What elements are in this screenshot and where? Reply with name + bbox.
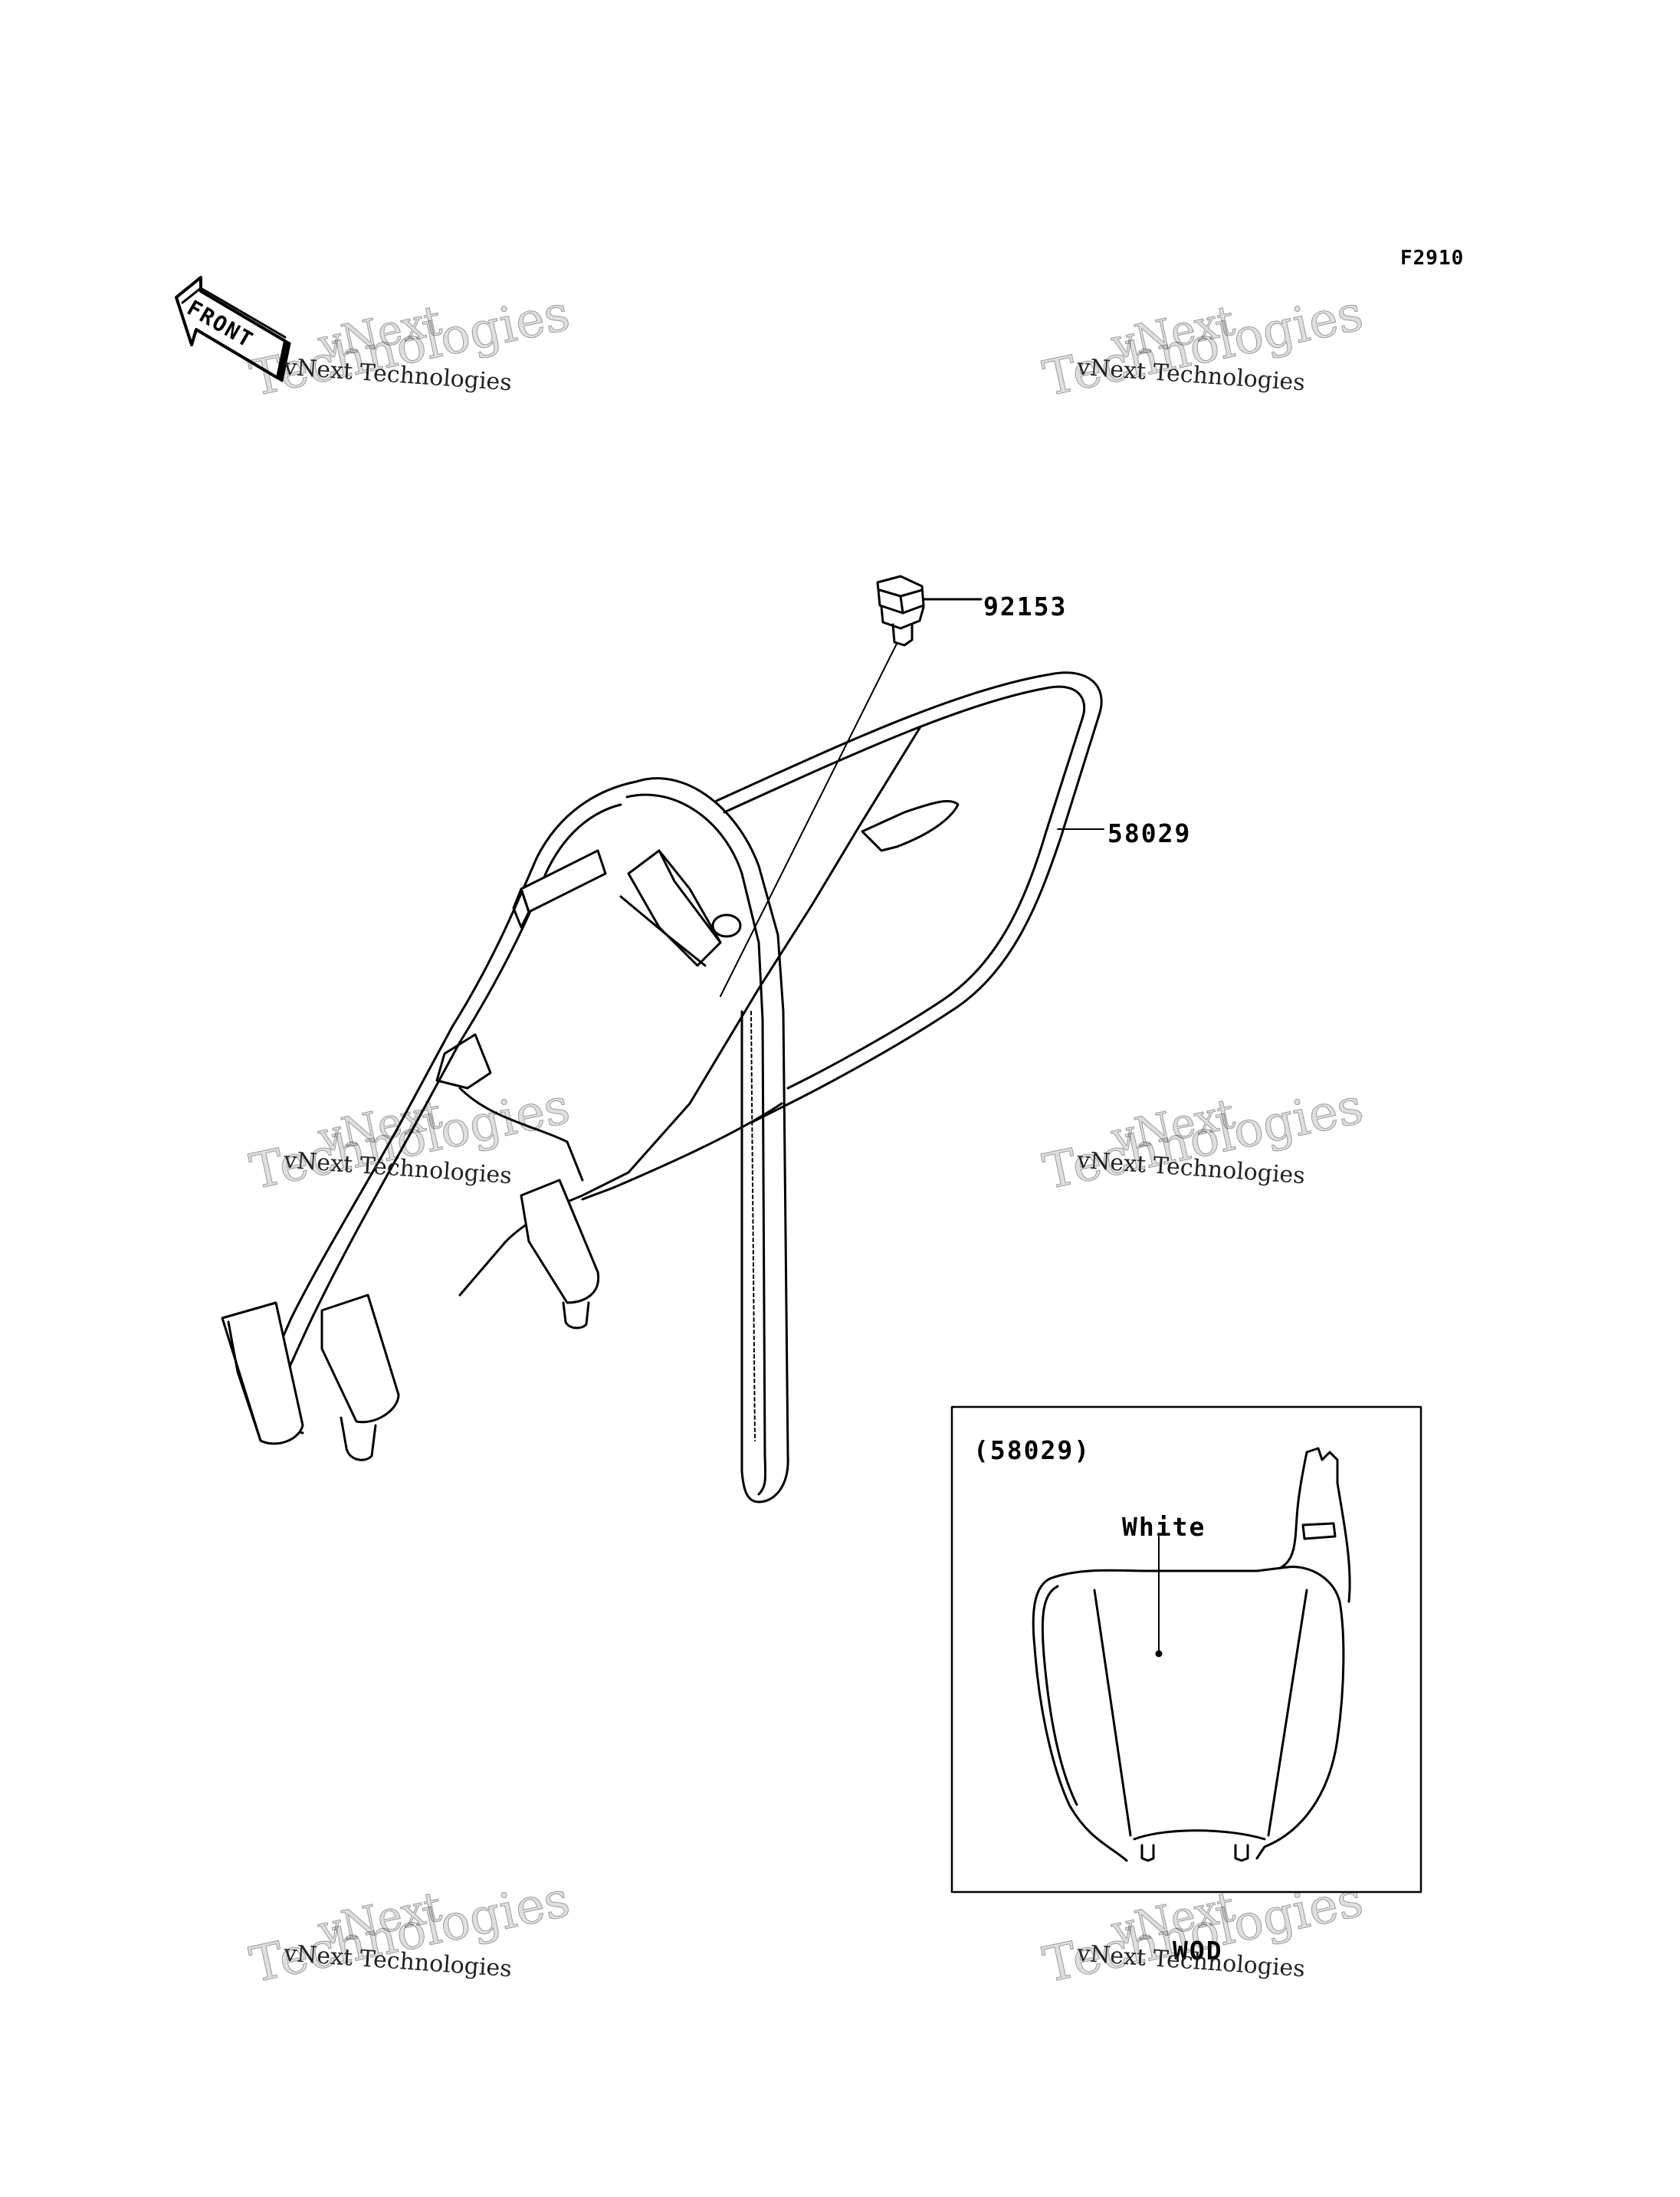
color-label: White	[1122, 1512, 1206, 1542]
diagram-code: F2910	[1400, 247, 1465, 270]
front-arrow-icon	[175, 276, 291, 382]
part-number-58029[interactable]: 58029	[1107, 818, 1192, 848]
front-plate-view	[1032, 1447, 1351, 1862]
number-plate-58029	[221, 671, 1103, 1503]
variant-label: WOD	[1173, 1936, 1223, 1966]
bolt-92153	[876, 575, 983, 647]
inset-part-label: (58029)	[973, 1435, 1091, 1465]
part-number-92153[interactable]: 92153	[983, 592, 1068, 621]
inset-frame	[950, 1405, 1422, 1894]
